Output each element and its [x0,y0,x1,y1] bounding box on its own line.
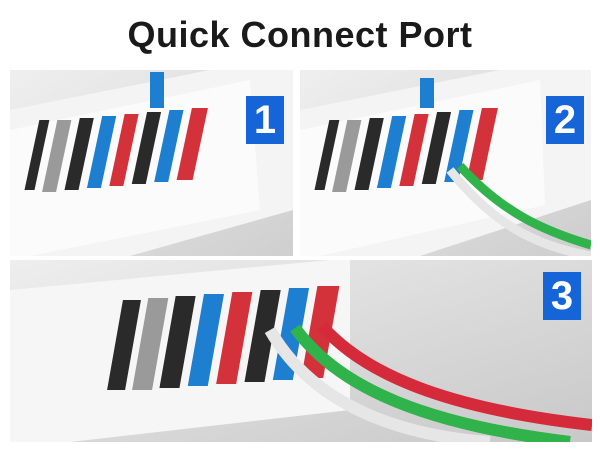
step-2-photo: 2 [300,70,591,256]
step-number-badge: 2 [546,96,584,144]
wire-green [290,324,571,442]
wire-white [446,167,591,256]
step-3-photo: 3 [10,260,592,442]
wire-red [317,322,592,431]
step-number-badge: 3 [543,272,581,320]
page-title: Quick Connect Port [127,14,473,55]
wire-white [264,327,491,442]
step-1-photo: 1 [10,70,293,256]
wire-green [456,162,591,250]
connector-block [24,72,208,192]
connector-block [314,78,498,192]
step-number-badge: 1 [246,96,284,144]
